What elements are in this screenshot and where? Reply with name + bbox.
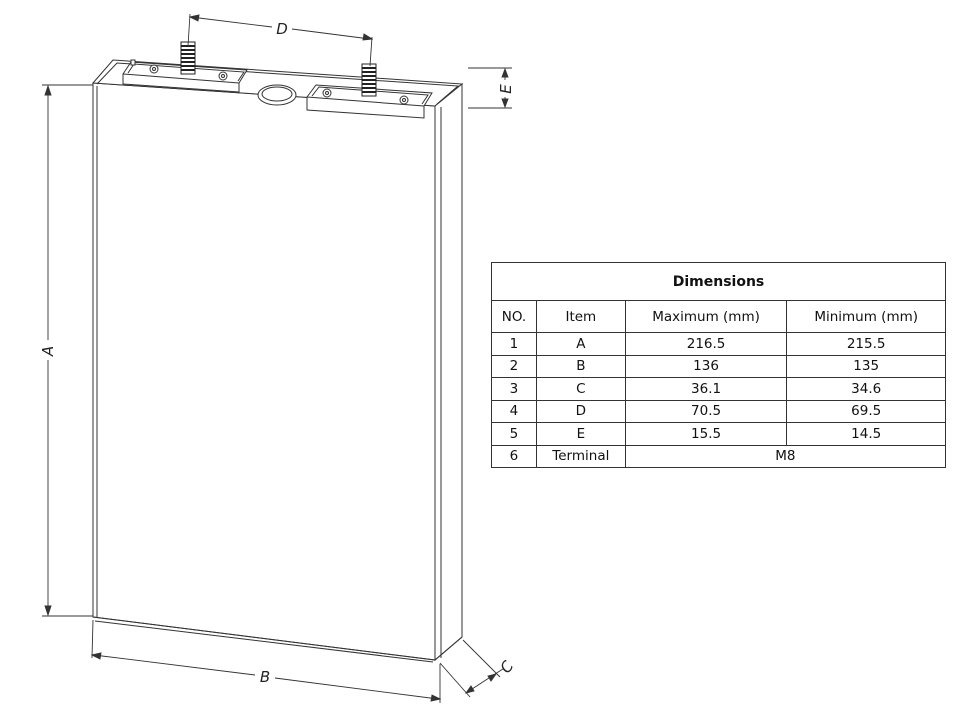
left-terminal-stud xyxy=(180,41,196,75)
row-minimum: 34.6 xyxy=(786,377,946,401)
dimension-d xyxy=(187,13,374,67)
row-terminal-value: M8 xyxy=(624,444,947,468)
row-no: 6 xyxy=(491,444,537,468)
dimension-e xyxy=(468,67,512,109)
row-no: 3 xyxy=(491,377,537,401)
row-maximum: 36.1 xyxy=(624,377,788,401)
header-maximum: Maximum (mm) xyxy=(624,300,788,333)
table-row: 1 A 216.5 215.5 xyxy=(491,332,946,356)
row-item: C xyxy=(535,377,626,401)
row-item: Terminal xyxy=(535,444,626,468)
dimension-c xyxy=(439,639,504,698)
table-row: 3 C 36.1 34.6 xyxy=(491,377,946,401)
row-item: D xyxy=(535,399,626,423)
row-no: 5 xyxy=(491,422,537,446)
dimension-d-label: D xyxy=(276,20,288,38)
right-terminal-stud xyxy=(361,63,377,97)
dimension-e-label: E xyxy=(497,84,515,94)
row-maximum: 70.5 xyxy=(624,399,788,423)
header-minimum: Minimum (mm) xyxy=(786,300,946,333)
dimension-c-label: C xyxy=(497,657,518,676)
table-row: 2 B 136 135 xyxy=(491,354,946,378)
row-no: 2 xyxy=(491,354,537,378)
row-minimum: 14.5 xyxy=(786,422,946,446)
dimension-b-label: B xyxy=(260,668,270,686)
row-item: B xyxy=(535,354,626,378)
header-no: NO. xyxy=(491,300,537,333)
header-item: Item xyxy=(535,300,626,333)
table-row: 4 D 70.5 69.5 xyxy=(491,399,946,423)
row-minimum: 69.5 xyxy=(786,399,946,423)
dimension-a-label: A xyxy=(39,346,57,357)
row-maximum: 216.5 xyxy=(624,332,788,356)
row-item: E xyxy=(535,422,626,446)
row-maximum: 136 xyxy=(624,354,788,378)
cell-body xyxy=(91,59,464,663)
table-row: 5 E 15.5 14.5 xyxy=(491,422,946,446)
table-header-row: NO. Item Maximum (mm) Minimum (mm) xyxy=(491,300,946,333)
row-minimum: 215.5 xyxy=(786,332,946,356)
dimension-b xyxy=(90,619,442,703)
safety-vent xyxy=(257,84,297,106)
dimension-a xyxy=(42,84,93,617)
table-title: Dimensions xyxy=(491,262,946,301)
table-row-terminal: 6 Terminal M8 xyxy=(491,444,947,468)
row-minimum: 135 xyxy=(786,354,946,378)
row-no: 1 xyxy=(491,332,537,356)
row-item: A xyxy=(535,332,626,356)
dimensions-table: Dimensions NO. Item Maximum (mm) Minimum… xyxy=(491,262,947,468)
row-maximum: 15.5 xyxy=(624,422,788,446)
row-no: 4 xyxy=(491,399,537,423)
